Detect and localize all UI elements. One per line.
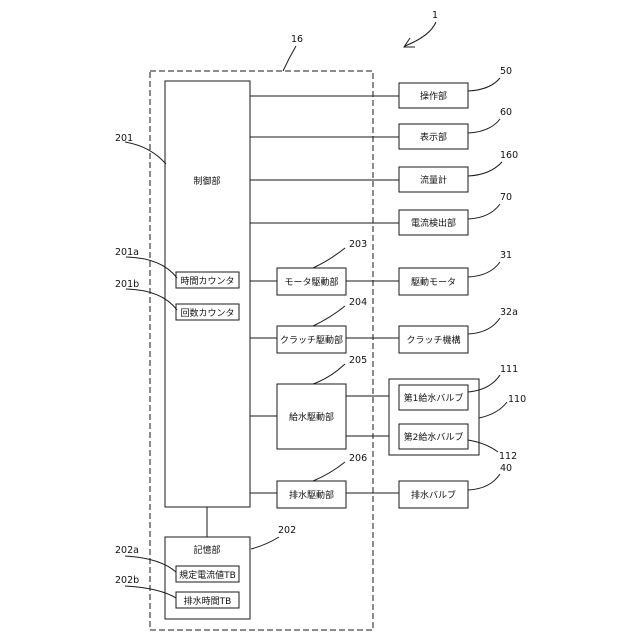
- ref-flowmeter: 160: [500, 150, 518, 161]
- ref-valve-group: 110: [508, 394, 526, 405]
- ref-valve2: 112: [499, 451, 517, 462]
- ref-display: 60: [500, 107, 512, 118]
- leader-50: [468, 78, 500, 91]
- clutch-mechanism-label: クラッチ機構: [406, 334, 460, 346]
- flowmeter-label: 流量計: [420, 174, 447, 186]
- leader-110: [479, 402, 507, 418]
- water-supply-drive-label: 給水駆動部: [289, 411, 334, 423]
- ref-motor-drive: 203: [349, 239, 367, 250]
- control-unit-box: [165, 81, 250, 507]
- ref-control: 201: [115, 133, 133, 144]
- ref-memory-tb1: 202a: [115, 545, 139, 556]
- leader-31: [468, 262, 500, 277]
- clutch-drive-label: クラッチ駆動部: [280, 334, 343, 346]
- ref-drive-motor: 31: [500, 250, 512, 261]
- count-counter-label: 回数カウンタ: [180, 307, 234, 319]
- ref-clutch-drive: 204: [349, 297, 367, 308]
- control-unit-label: 制御部: [193, 175, 220, 187]
- memory-tb2-label: 排水時間TB: [184, 595, 232, 607]
- ref-operation: 50: [500, 66, 512, 77]
- leader-204: [313, 306, 345, 326]
- drain-valve-label: 排水バルブ: [411, 489, 456, 501]
- leader-70: [468, 204, 500, 219]
- valve2-label: 第2給水バルブ: [404, 431, 464, 443]
- ref-drain-valve: 40: [500, 463, 512, 474]
- leader-202: [251, 537, 279, 549]
- display-label: 表示部: [420, 131, 447, 143]
- current-detector-label: 電流検出部: [411, 217, 456, 229]
- ref-outer-block: 16: [291, 34, 303, 45]
- leader-1-arrow: [405, 22, 436, 46]
- leader-206: [313, 462, 345, 481]
- leader-201: [125, 142, 166, 164]
- leader-205: [313, 364, 345, 384]
- ref-time-counter: 201a: [115, 247, 139, 258]
- leader-160: [468, 162, 502, 176]
- ref-current-detector: 70: [500, 192, 512, 203]
- motor-drive-label: モータ駆動部: [284, 276, 338, 288]
- leader-16: [283, 46, 296, 71]
- ref-drain-drive: 206: [349, 453, 367, 464]
- operation-label: 操作部: [420, 90, 447, 102]
- drain-drive-label: 排水駆動部: [289, 489, 334, 501]
- ref-water-supply-drive: 205: [349, 355, 367, 366]
- leader-60: [468, 119, 500, 133]
- ref-figure: 1: [432, 10, 438, 21]
- ref-count-counter: 201b: [115, 279, 139, 290]
- memory-tb1-label: 規定電流値TB: [179, 569, 236, 581]
- ref-valve1: 111: [500, 364, 518, 375]
- leader-32a: [468, 318, 500, 334]
- time-counter-label: 時間カウンタ: [180, 276, 234, 287]
- ref-memory: 202: [278, 525, 296, 536]
- ref-clutch-mechanism: 32a: [500, 307, 518, 318]
- leader-40: [468, 474, 500, 490]
- memory-label: 記憶部: [193, 544, 220, 556]
- leader-203: [313, 248, 345, 268]
- valve1-label: 第1給水バルブ: [404, 392, 464, 404]
- drive-motor-label: 駆動モータ: [411, 277, 456, 288]
- ref-memory-tb2: 202b: [115, 575, 139, 586]
